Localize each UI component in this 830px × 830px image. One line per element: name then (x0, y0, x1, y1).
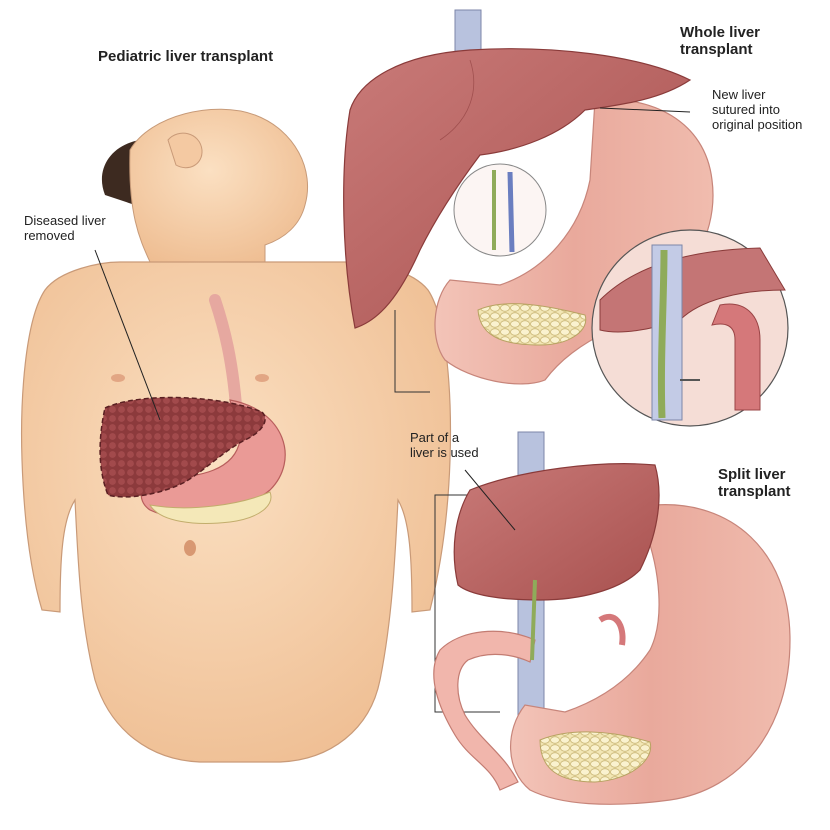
label-diseased-line2: removed (24, 228, 75, 243)
title-whole-line1: Whole liver (680, 24, 761, 41)
label-part-of-liver: Part of a liver is used (410, 430, 479, 460)
label-part-line1: Part of a (410, 430, 460, 445)
intestine-loop (433, 630, 536, 791)
detail-circle-small (453, 163, 547, 257)
label-diseased-line1: Diseased liver (24, 213, 106, 228)
child-esophagus (209, 294, 242, 411)
leader-new-liver (599, 107, 691, 113)
title-whole-liver: Whole liver transplant (680, 24, 760, 58)
pancreas-split (539, 731, 652, 783)
whole-liver-panel (343, 9, 789, 427)
stomach-split (509, 504, 791, 805)
child-head (129, 108, 309, 263)
pancreas-whole (477, 303, 587, 346)
label-diseased-liver: Diseased liver removed (24, 213, 106, 243)
leader-diseased (94, 249, 161, 421)
title-split-line1: Split liver (718, 466, 786, 483)
split-liver-segment (453, 463, 660, 601)
title-whole-line2: transplant (680, 41, 753, 58)
child-figure (20, 108, 452, 763)
title-pediatric: Pediatric liver transplant (98, 48, 274, 65)
label-new-line3: original position (712, 117, 803, 132)
diseased-liver (99, 396, 266, 498)
title-split-liver: Split liver transplant (718, 466, 791, 500)
child-ear (167, 132, 203, 169)
title-split-line2: transplant (718, 483, 791, 500)
child-pancreas (149, 491, 272, 524)
split-liver-panel (433, 431, 791, 805)
label-new-liver: New liver sutured into original position (712, 87, 802, 132)
label-new-line1: New liver (712, 87, 766, 102)
new-liver-whole (343, 48, 692, 329)
leader-part-of (464, 469, 516, 531)
label-part-line2: liver is used (410, 445, 479, 460)
label-new-line2: sutured into (712, 102, 780, 117)
